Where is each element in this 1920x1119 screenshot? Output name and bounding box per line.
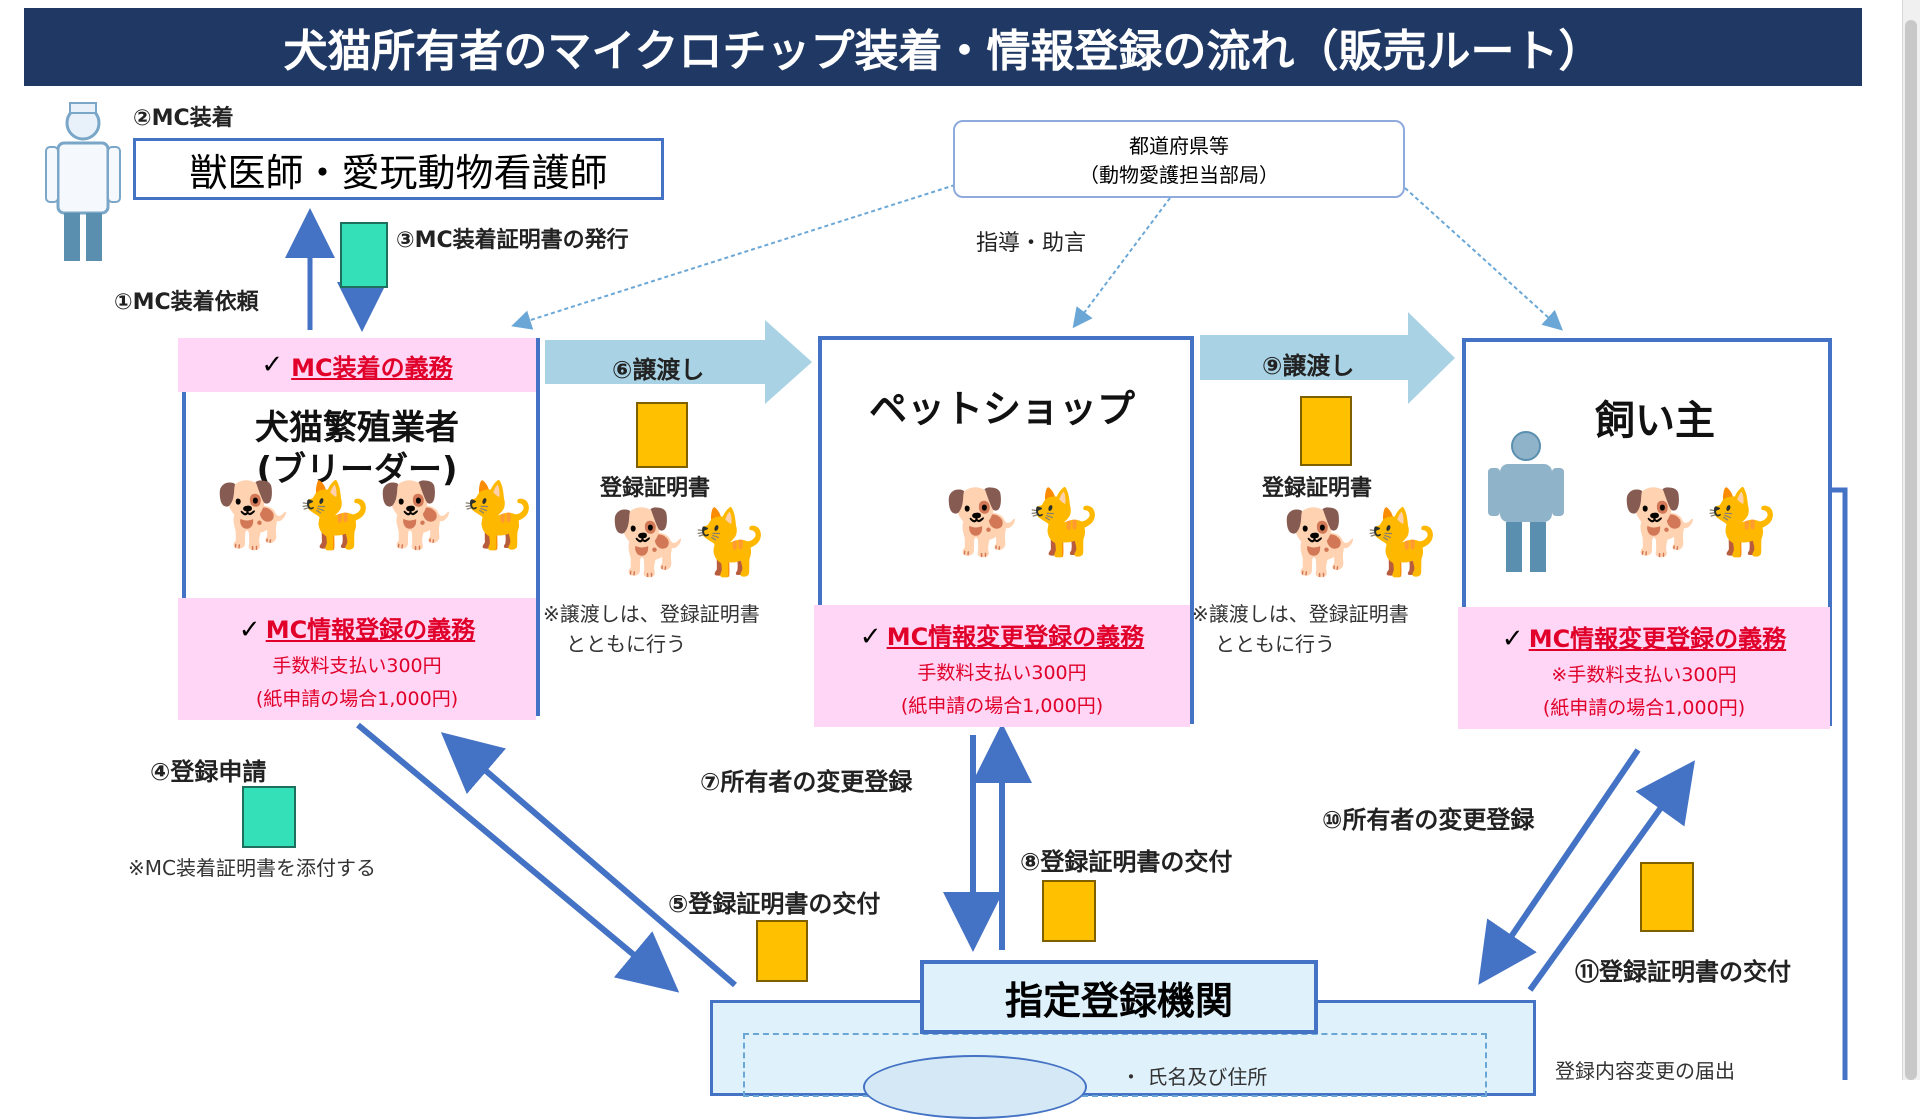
mc-certificate-doc-icon <box>340 222 388 288</box>
breeder-mc-duty: MC装着の義務 <box>291 353 453 382</box>
registration-certificate-doc-icon <box>636 402 688 468</box>
transfer-6-label: ⑥譲渡し <box>612 356 705 384</box>
dog-cat-icon: 🐕🐈 <box>215 479 375 553</box>
petshop-change-duty: MC情報変更登録の義務 <box>886 623 1145 651</box>
owner-duty: ✓ MC情報変更登録の義務 ※手数料支払い300円 (紙申請の場合1,000円) <box>1458 607 1830 729</box>
guidance-line-petshop <box>1072 197 1171 329</box>
arrow-certificate-11 <box>1527 760 1695 992</box>
transfer-arrow-9 <box>1200 312 1455 404</box>
flow-connectors <box>285 184 1848 1080</box>
registry-info-panel <box>743 1033 1487 1097</box>
owner-change-duty: MC情報変更登録の義務 <box>1528 625 1787 653</box>
breeder-duty-top: ✓ MC装着の義務 <box>178 338 536 392</box>
veterinarian-icon <box>45 102 121 261</box>
dog-cat-icon: 🐕🐈 <box>1622 486 1782 560</box>
arrow-change-10 <box>1478 748 1641 985</box>
prefecture-name: 都道府県等 <box>1129 134 1229 158</box>
mc-certificate-doc-icon <box>242 786 296 848</box>
prefecture-box: 都道府県等 （動物愛護担当部局） <box>953 120 1405 198</box>
registry-side-note: 登録内容変更の届出 <box>1555 1059 1735 1083</box>
owner-fee: ※手数料支払い300円 <box>1551 664 1737 686</box>
transfer-6-note-2: とともに行う <box>566 632 686 656</box>
step-4-label: ④登録申請 <box>150 758 267 786</box>
step-7-label: ⑦所有者の変更登録 <box>700 768 913 796</box>
guidance-label: 指導・助言 <box>976 231 1087 256</box>
database-icon <box>863 1055 1087 1119</box>
check-icon: ✓ <box>261 350 284 380</box>
page-title: 犬猫所有者のマイクロチップ装着・情報登録の流れ（販売ルート） <box>24 8 1862 86</box>
check-icon: ✓ <box>859 622 882 652</box>
transfer-9-note-2: とともに行う <box>1215 632 1335 656</box>
scrollbar-thumb[interactable] <box>1905 20 1917 1080</box>
registry-item: ・ 氏名及び住所 <box>1121 1065 1268 1089</box>
veterinarian-box: 獣医師・愛玩動物看護師 <box>133 138 664 200</box>
owner-person-icon <box>1488 431 1564 572</box>
registration-certificate-doc-icon <box>1300 396 1352 466</box>
breeder-registration-duty: MC情報登録の義務 <box>265 616 476 644</box>
breeder-duty-bottom: ✓ MC情報登録の義務 手数料支払い300円 (紙申請の場合1,000円) <box>178 598 536 720</box>
step-cert-issue-label: ③MC装着証明書の発行 <box>396 228 629 253</box>
breeder-fee-paper: (紙申請の場合1,000円) <box>255 688 459 710</box>
guidance-line-owner <box>1404 187 1563 331</box>
step-mc-attach-label: ②MC装着 <box>133 106 234 131</box>
arrow-registration-4 <box>356 722 680 993</box>
registration-certificate-doc-icon <box>1042 880 1096 942</box>
arrow-certificate-5 <box>440 732 737 988</box>
breeder-name-sub: (ブリーダー) <box>256 450 458 490</box>
breeder-name: 犬猫繁殖業者 <box>255 408 459 448</box>
registration-certificate-doc-icon <box>756 920 808 982</box>
owner-change-bracket <box>1830 487 1848 1080</box>
owner-fee-paper: (紙申請の場合1,000円) <box>1542 697 1746 719</box>
step-5-label: ⑤登録証明書の交付 <box>668 890 881 918</box>
transfer-arrow-6 <box>545 320 812 404</box>
petshop-duty: ✓ MC情報変更登録の義務 手数料支払い300円 (紙申請の場合1,000円) <box>814 605 1190 727</box>
dog-cat-icon: 🐕🐈 <box>944 486 1104 560</box>
guidance-line-breeder <box>511 184 956 330</box>
step-10-label: ⑩所有者の変更登録 <box>1322 806 1535 834</box>
registration-certificate-doc-icon <box>1640 862 1694 932</box>
petshop-name: ペットショップ <box>868 387 1135 431</box>
petshop-fee: 手数料支払い300円 <box>917 662 1087 684</box>
step-request-label: ①MC装着依頼 <box>114 290 259 315</box>
check-icon: ✓ <box>1501 624 1524 654</box>
step-8-label: ⑧登録証明書の交付 <box>1020 848 1233 876</box>
transfer-6-doc-label: 登録証明書 <box>600 476 711 501</box>
owner-name: 飼い主 <box>1595 398 1715 444</box>
transfer-6-note: ※譲渡しは、登録証明書 <box>543 602 760 626</box>
dog-cat-icon: 🐕🐈 <box>1282 506 1442 580</box>
petshop-fee-paper: (紙申請の場合1,000円) <box>900 695 1104 717</box>
step-4-note: ※MC装着証明書を添付する <box>128 856 376 880</box>
dog-cat-icon: 🐕🐈 <box>378 479 538 553</box>
registry-name: 指定登録機関 <box>920 960 1318 1034</box>
transfer-9-doc-label: 登録証明書 <box>1262 476 1373 501</box>
transfer-9-note: ※譲渡しは、登録証明書 <box>1192 602 1409 626</box>
prefecture-department: （動物愛護担当部局） <box>1079 163 1279 187</box>
transfer-9-label: ⑨譲渡し <box>1262 352 1355 380</box>
breeder-fee: 手数料支払い300円 <box>272 655 442 677</box>
dog-cat-icon: 🐕🐈 <box>610 506 770 580</box>
check-icon: ✓ <box>238 615 261 645</box>
step-11-label: ⑪登録証明書の交付 <box>1575 958 1791 986</box>
